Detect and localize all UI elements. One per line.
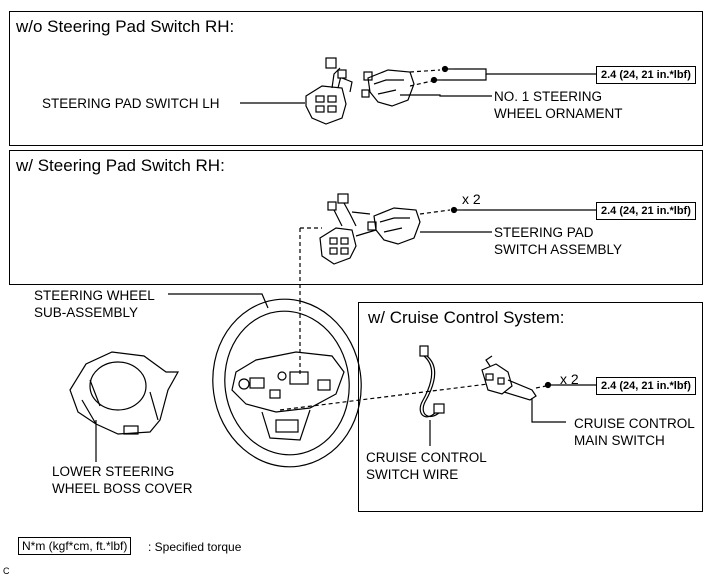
label-steering-wheel-line1: STEERING WHEEL <box>34 288 155 303</box>
screw-icon-panel2 <box>450 206 463 214</box>
torque-spec-cruise: 2.4 (24, 21 in.*lbf) <box>596 377 696 395</box>
torque-spec-panel1: 2.4 (24, 21 in.*lbf) <box>596 66 696 84</box>
steering-wheel-drawing <box>212 298 362 468</box>
cruise-control-main-switch-drawing <box>481 355 537 401</box>
label-cruise-main-line2: MAIN SWITCH <box>574 433 665 448</box>
panel-without-steering-pad-switch-rh <box>9 11 703 146</box>
panel-with-steering-pad-switch-rh <box>9 150 703 285</box>
label-steering-wheel-line2: SUB-ASSEMBLY <box>34 305 139 320</box>
label-boss-cover-line2: WHEEL BOSS COVER <box>52 481 193 496</box>
multiplier-cruise: x 2 <box>560 371 579 387</box>
footer-code: C <box>3 566 10 576</box>
label-steering-pad-assembly-line2: SWITCH ASSEMBLY <box>494 242 623 257</box>
multiplier-panel2: x 2 <box>462 191 481 207</box>
torque-spec-panel2: 2.4 (24, 21 in.*lbf) <box>596 202 696 220</box>
panel-title-with-rh: w/ Steering Pad Switch RH: <box>16 156 225 175</box>
panel-title-without-rh: w/o Steering Pad Switch RH: <box>16 17 235 36</box>
lower-steering-wheel-boss-cover-drawing <box>69 351 180 435</box>
label-steering-pad-switch-lh: STEERING PAD SWITCH LH <box>42 96 220 111</box>
label-no1-ornament-line2: WHEEL ORNAMENT <box>494 106 623 121</box>
panel-title-cruise: w/ Cruise Control System: <box>368 308 565 327</box>
panel-cruise-control-system <box>358 302 703 512</box>
label-boss-cover-line1: LOWER STEERING <box>52 464 175 479</box>
steering-pad-switch-assembly-drawing <box>319 193 421 265</box>
legend-torque-text: : Specified torque <box>148 540 242 554</box>
label-no1-ornament-line1: NO. 1 STEERING <box>494 89 603 104</box>
legend-torque-box: N*m (kgf*cm, ft.*lbf) <box>18 537 132 555</box>
steering-pad-switch-lh-drawing <box>305 57 353 125</box>
screw-icons-panel1 <box>430 65 454 84</box>
screw-icon-cruise <box>544 381 557 389</box>
no1-steering-wheel-ornament-drawing <box>361 69 415 107</box>
label-steering-pad-assembly-line1: STEERING PAD <box>494 225 594 240</box>
label-cruise-wire-line2: SWITCH WIRE <box>366 467 459 482</box>
label-cruise-main-line1: CRUISE CONTROL <box>574 416 695 431</box>
cruise-control-switch-wire-drawing <box>419 345 445 418</box>
label-cruise-wire-line1: CRUISE CONTROL <box>366 450 487 465</box>
